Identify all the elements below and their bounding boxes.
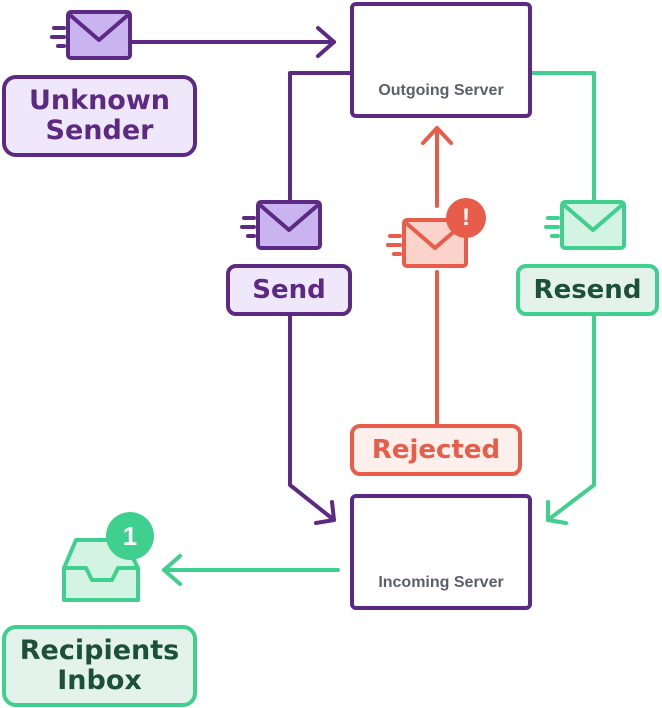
unknown-sender-label: Unknown Sender: [28, 85, 171, 146]
resend-label: Resend: [533, 274, 642, 305]
rejected-label: Rejected: [371, 434, 501, 465]
resend-label-box: Resend: [516, 264, 659, 316]
recipients-inbox-node: Recipients Inbox: [2, 625, 197, 707]
incoming-server-node: Incoming Server: [350, 494, 532, 610]
recipients-inbox-label: Recipients Inbox: [19, 635, 180, 696]
alert-badge-text: !: [462, 204, 470, 231]
mail-icon: [240, 200, 322, 250]
inbox-count-text: 1: [122, 521, 138, 551]
unknown-sender-node: Unknown Sender: [2, 75, 197, 157]
send-label-box: Send: [226, 264, 352, 316]
arrow-sender-to-outgoing: [130, 26, 336, 58]
mail-icon: [544, 200, 626, 250]
arrow-send-path: [288, 71, 354, 525]
send-label: Send: [252, 274, 326, 305]
arrow-incoming-to-inbox: [162, 554, 340, 586]
arrow-resend-path: [528, 71, 596, 525]
outgoing-server-label: Outgoing Server: [378, 82, 504, 99]
rejected-label-box: Rejected: [350, 424, 522, 476]
alert-badge-icon: [446, 198, 486, 238]
arrow-rejected-path: [421, 126, 453, 426]
mail-icon: [50, 10, 132, 60]
mail-icon: [386, 218, 468, 268]
incoming-server-label: Incoming Server: [378, 574, 504, 591]
outgoing-server-node: Outgoing Server: [350, 2, 532, 118]
inbox-count-badge: [106, 512, 154, 560]
